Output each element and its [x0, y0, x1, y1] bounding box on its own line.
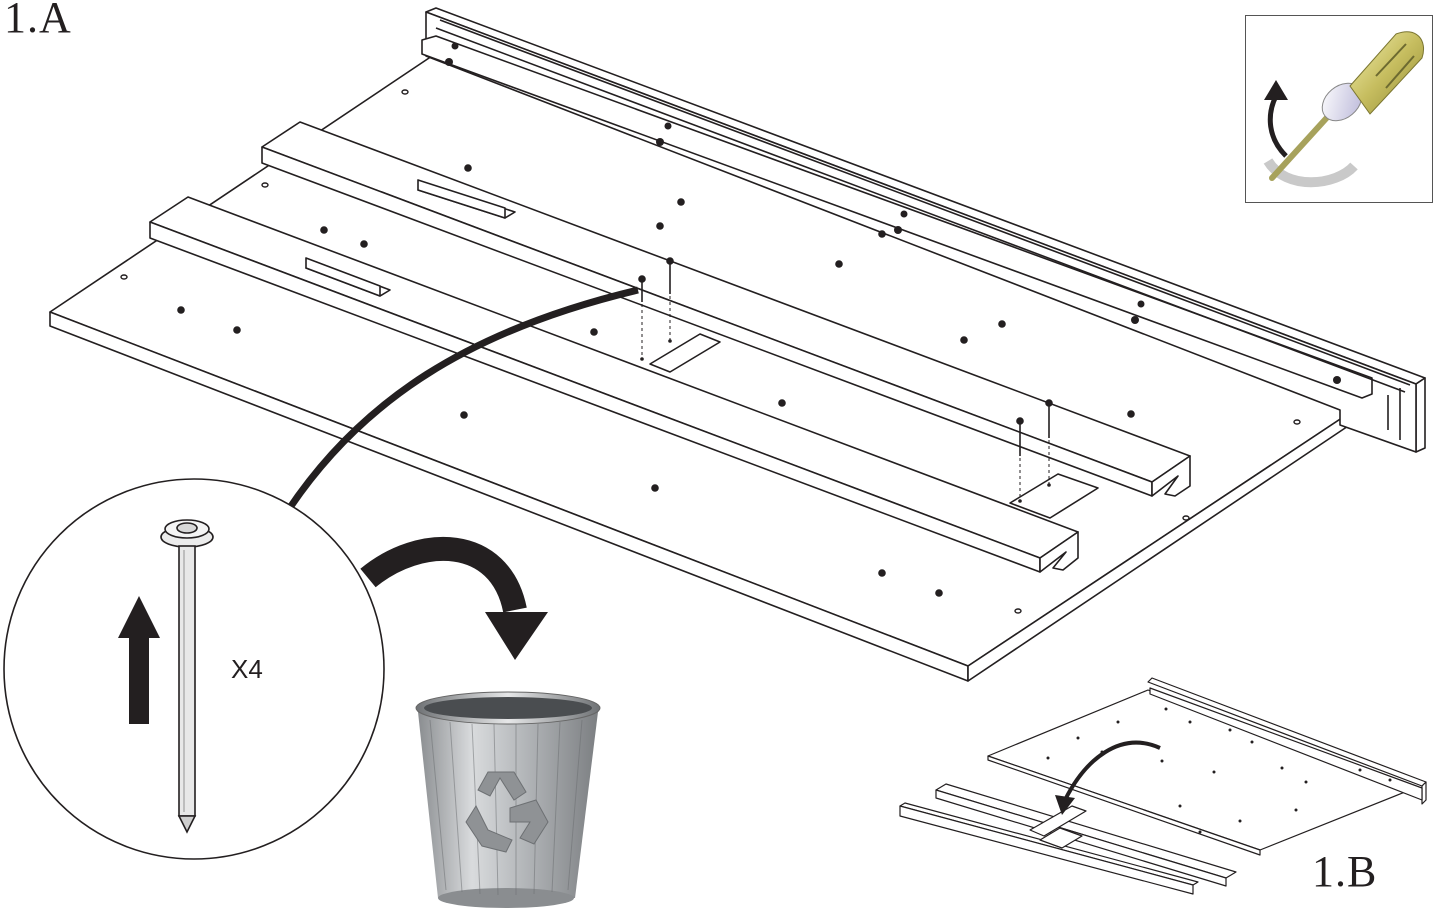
rail-screws	[638, 257, 1053, 456]
step-b-diagram	[899, 677, 1427, 895]
headboard-rail	[421, 7, 1426, 453]
quantity-label: X4	[231, 654, 263, 684]
up-arrow-icon	[118, 596, 160, 724]
recycle-bin-icon	[415, 691, 601, 908]
bracket-lower	[305, 257, 391, 297]
tool-panel	[1245, 15, 1433, 203]
step-label-main: 1.A	[4, 0, 72, 42]
screw-icon	[160, 519, 214, 834]
screwdriver-icon	[1263, 31, 1424, 188]
bracket-upper	[417, 179, 516, 219]
holes	[177, 42, 1341, 597]
step-label-secondary: 1.B	[1312, 847, 1378, 896]
